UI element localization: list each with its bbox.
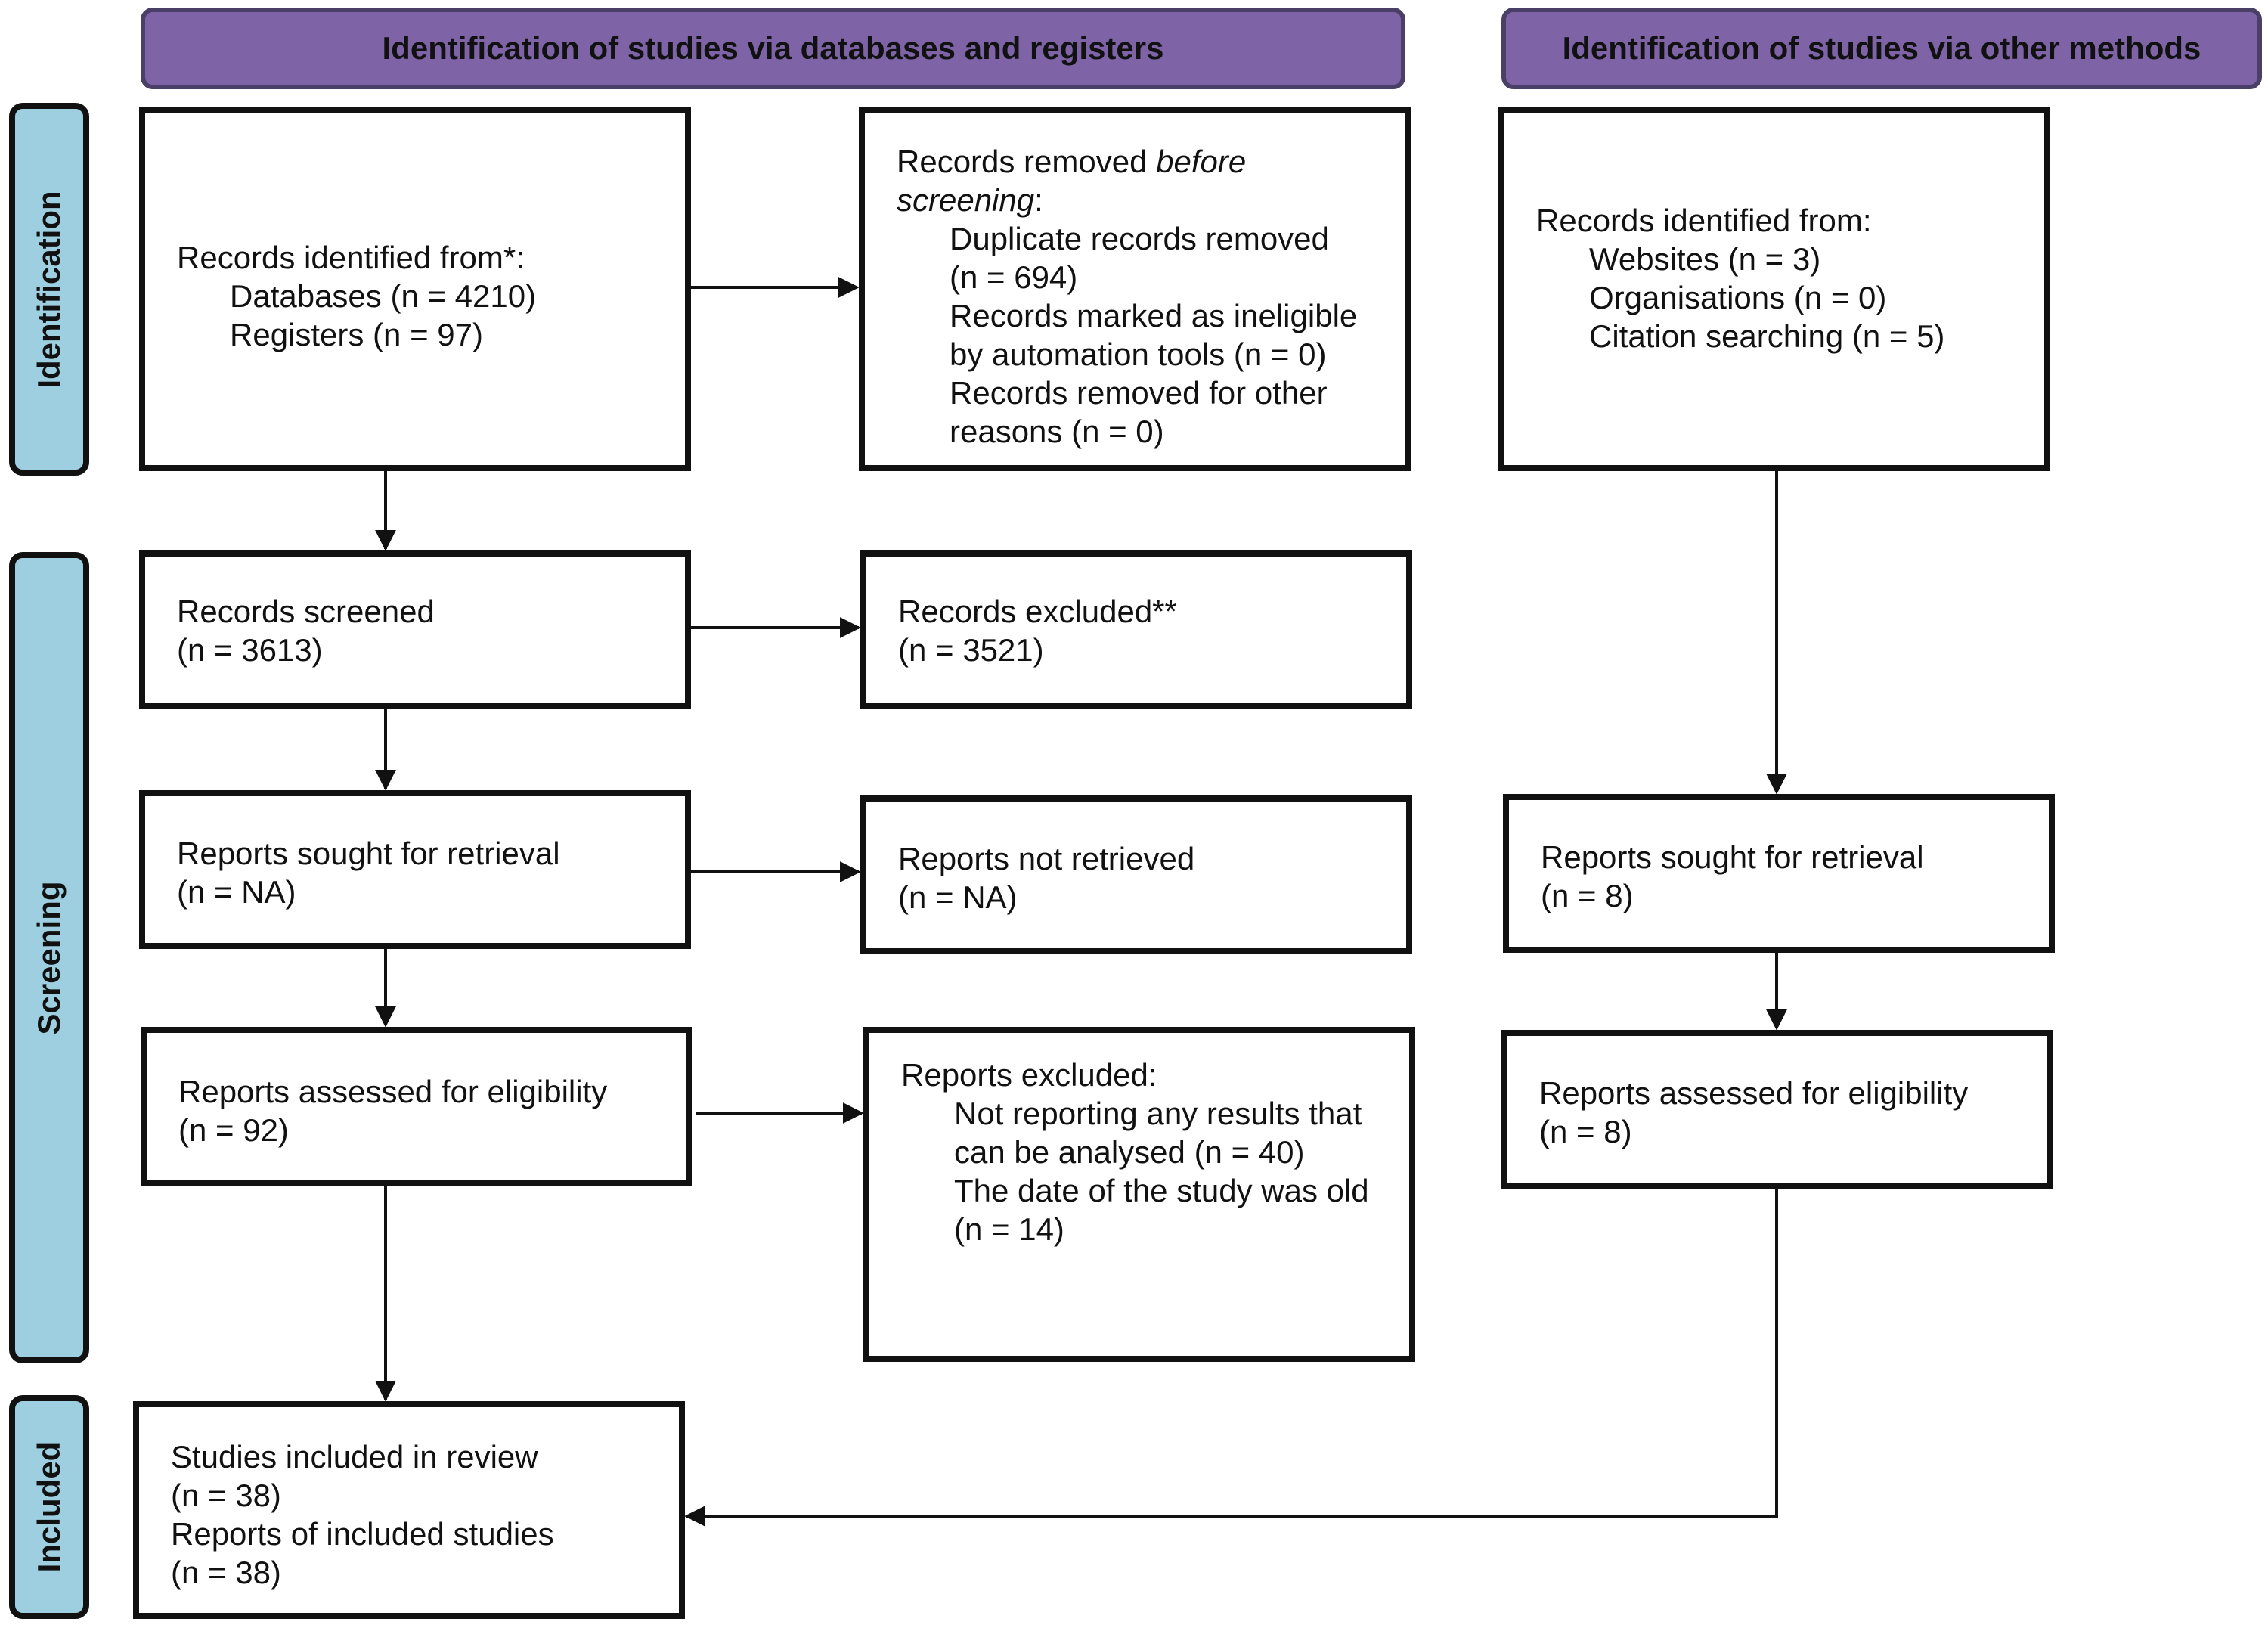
db-identified-databases: Databases (n = 4210) — [230, 278, 537, 314]
db-identified-line1: Records identified from*: — [177, 240, 525, 275]
other-assessed-label: Reports assessed for eligibility — [1539, 1075, 1969, 1111]
db-records-identified-box: Records identified from*: Databases (n =… — [139, 107, 691, 471]
db-removed-line1-italic: before — [1156, 144, 1247, 179]
db-removed-ineligible: Records marked as ineligible — [950, 298, 1358, 333]
other-reports-assessed-box: Reports assessed for eligibility (n = 8) — [1501, 1030, 2053, 1189]
db-reports-not-retrieved-box: Reports not retrieved (n = NA) — [860, 795, 1412, 954]
other-identified-line1: Records identified from: — [1536, 203, 1872, 238]
included-studies-box: Studies included in review (n = 38) Repo… — [133, 1401, 685, 1619]
header-databases-registers: Identification of studies via databases … — [141, 8, 1405, 89]
phase-included: Included — [9, 1395, 89, 1619]
db-removed-line2: screening: — [897, 181, 1405, 219]
db-removed-line1-text: Records removed — [897, 144, 1157, 179]
db-screened-label: Records screened — [177, 594, 435, 629]
db-reports-excluded-reason2-n: (n = 14) — [954, 1211, 1064, 1247]
db-reports-excluded-reason1: Not reporting any results that — [954, 1096, 1362, 1131]
other-sought-label: Reports sought for retrieval — [1541, 839, 1924, 875]
other-assessed-n: (n = 8) — [1539, 1114, 1632, 1149]
db-assessed-n: (n = 92) — [178, 1112, 289, 1148]
other-identified-citation: Citation searching (n = 5) — [1589, 318, 1945, 354]
db-removed-duplicates-n: (n = 694) — [950, 259, 1078, 295]
db-removed-other-n: reasons (n = 0) — [950, 414, 1164, 449]
arrow-other-assessed-to-included — [684, 1189, 1778, 1527]
db-identified-registers: Registers (n = 97) — [230, 317, 483, 352]
phase-identification: Identification — [9, 103, 89, 476]
db-reports-sought-box: Reports sought for retrieval (n = NA) — [139, 790, 691, 949]
included-studies-label: Studies included in review — [171, 1439, 538, 1475]
db-reports-excluded-box: Reports excluded: Not reporting any resu… — [863, 1027, 1415, 1362]
db-reports-excluded-reason1-n: can be analysed (n = 40) — [954, 1134, 1305, 1170]
other-records-identified-box: Records identified from: Websites (n = 3… — [1498, 107, 2050, 471]
other-identified-websites: Websites (n = 3) — [1589, 241, 1821, 277]
db-removed-line2-italic: screening — [897, 182, 1035, 218]
db-removed-other: Records removed for other — [950, 375, 1328, 411]
other-reports-sought-box: Reports sought for retrieval (n = 8) — [1503, 794, 2055, 953]
db-sought-n: (n = NA) — [177, 874, 296, 910]
included-reports-n: (n = 38) — [171, 1555, 281, 1590]
other-sought-n: (n = 8) — [1541, 878, 1634, 913]
db-not-retrieved-n: (n = NA) — [898, 879, 1018, 915]
db-sought-label: Reports sought for retrieval — [177, 836, 560, 871]
header-other-methods: Identification of studies via other meth… — [1501, 8, 2262, 89]
db-removed-line1: Records removed before — [897, 142, 1405, 181]
header-databases-label: Identification of studies via databases … — [382, 30, 1164, 66]
db-assessed-label: Reports assessed for eligibility — [178, 1074, 608, 1109]
db-removed-line2-colon: : — [1034, 182, 1043, 218]
header-other-label: Identification of studies via other meth… — [1562, 30, 2201, 66]
db-records-screened-box: Records screened (n = 3613) — [139, 550, 691, 709]
db-reports-assessed-box: Reports assessed for eligibility (n = 92… — [141, 1027, 692, 1186]
phase-screening: Screening — [9, 552, 89, 1363]
db-records-excluded-box: Records excluded** (n = 3521) — [860, 550, 1412, 709]
included-studies-n: (n = 38) — [171, 1478, 281, 1513]
db-records-removed-box: Records removed before screening: Duplic… — [859, 107, 1411, 471]
db-removed-ineligible-n: by automation tools (n = 0) — [950, 336, 1327, 372]
db-reports-excluded-reason2: The date of the study was old — [954, 1173, 1369, 1208]
db-excluded-label: Records excluded** — [898, 594, 1177, 629]
other-identified-organisations: Organisations (n = 0) — [1589, 280, 1887, 315]
db-screened-n: (n = 3613) — [177, 632, 323, 668]
included-reports-label: Reports of included studies — [171, 1516, 554, 1552]
db-excluded-n: (n = 3521) — [898, 632, 1044, 668]
db-removed-duplicates: Duplicate records removed — [950, 221, 1329, 256]
db-not-retrieved-label: Reports not retrieved — [898, 841, 1195, 876]
db-reports-excluded-label: Reports excluded: — [901, 1057, 1157, 1093]
